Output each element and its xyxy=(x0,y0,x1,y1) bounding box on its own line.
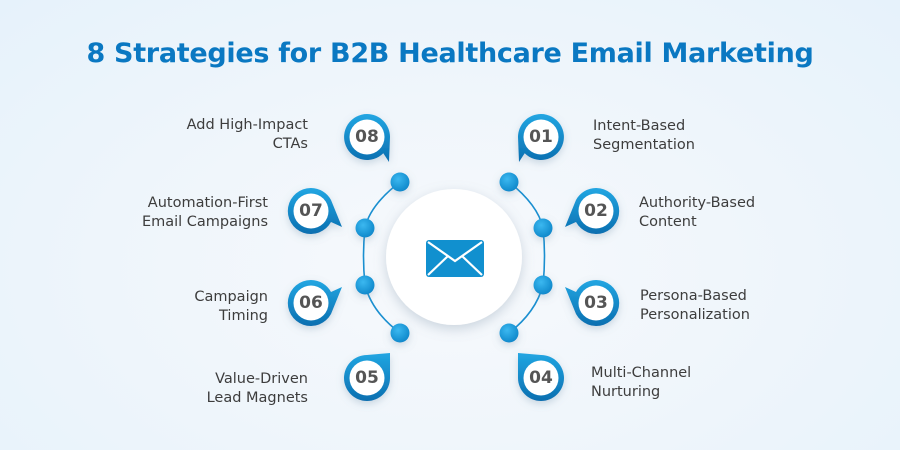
marker-number-06: 06 xyxy=(299,293,323,313)
marker-04 xyxy=(518,353,564,401)
strategy-label-08: Add High-Impact CTAs xyxy=(186,117,308,152)
marker-number-01: 01 xyxy=(529,127,553,147)
strategy-label-06: Campaign Timing xyxy=(194,289,268,324)
strategy-label-05: Value-Driven Lead Magnets xyxy=(206,371,308,406)
marker-number-08: 08 xyxy=(355,127,379,147)
strategy-label-02: Authority-Based Content xyxy=(639,195,756,230)
strategy-label-04: Multi-Channel Nurturing xyxy=(591,365,692,400)
marker-07 xyxy=(287,187,342,234)
page-title: 8 Strategies for B2B Healthcare Email Ma… xyxy=(86,38,814,69)
marker-06 xyxy=(287,279,342,326)
strategy-label-07: Automation-First Email Campaigns xyxy=(141,195,268,230)
marker-02 xyxy=(565,187,620,234)
marker-05 xyxy=(344,353,390,401)
marker-08 xyxy=(344,114,390,162)
marker-number-03: 03 xyxy=(584,293,608,313)
marker-01 xyxy=(518,114,564,162)
connector-arcs xyxy=(362,181,546,334)
strategy-label-01: Intent-Based Segmentation xyxy=(593,118,695,153)
strategy-label-03: Persona-Based Personalization xyxy=(640,288,750,323)
envelope-icon xyxy=(426,240,484,277)
marker-03 xyxy=(565,279,620,326)
marker-number-05: 05 xyxy=(355,368,379,388)
marker-number-02: 02 xyxy=(584,201,608,221)
arc-dots xyxy=(355,172,553,343)
marker-number-07: 07 xyxy=(299,201,323,221)
marker-number-04: 04 xyxy=(529,368,553,388)
